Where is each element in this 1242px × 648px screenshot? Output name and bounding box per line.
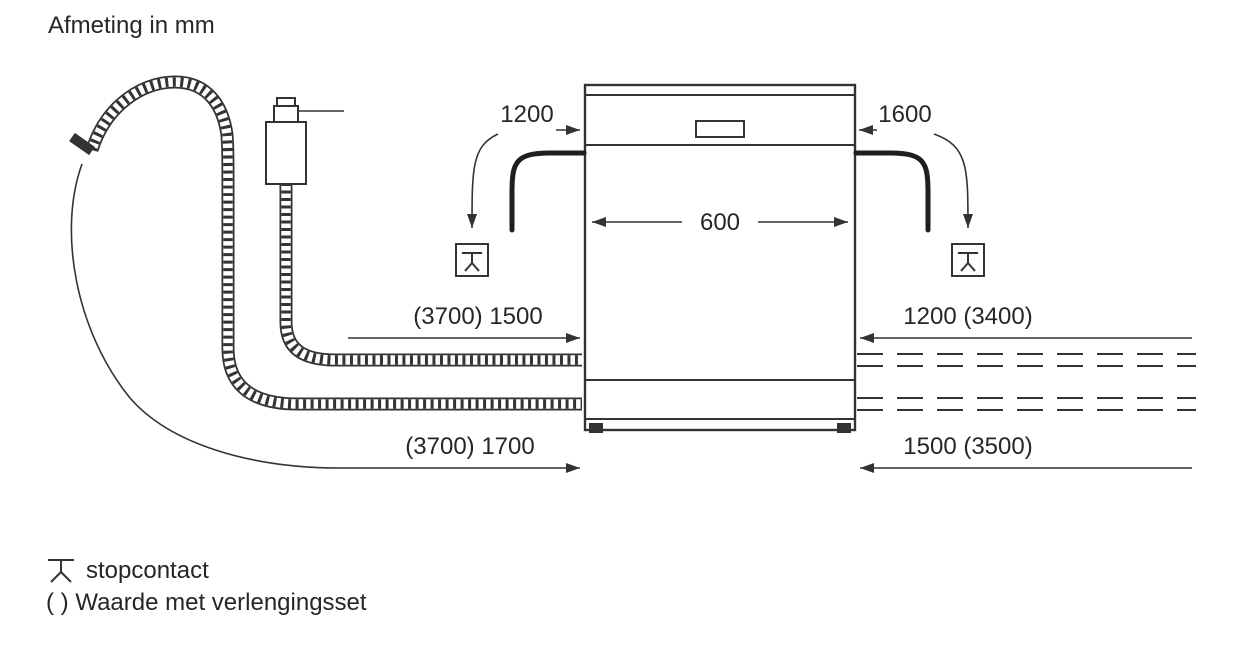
page-title: Afmeting in mm bbox=[48, 12, 215, 39]
drain-hose bbox=[69, 75, 582, 411]
dim-drain-label: (3700) 1700 bbox=[405, 433, 534, 460]
drain-hose-nozzle-icon bbox=[69, 132, 95, 156]
dimension-right-top: 1200 (3400) bbox=[860, 303, 1192, 343]
dimension-drain-hose: (3700) 1700 bbox=[70, 163, 580, 473]
dishwasher bbox=[583, 83, 857, 433]
dim-right-top-label: 1200 (3400) bbox=[903, 303, 1032, 330]
power-cord-right bbox=[853, 150, 931, 233]
dim-1200-label: 1200 bbox=[500, 101, 553, 128]
legend-socket-label: stopcontact bbox=[86, 557, 209, 584]
dimension-cord-left: 1200 bbox=[467, 101, 580, 229]
power-cord-left bbox=[509, 150, 587, 233]
dim-1600-label: 1600 bbox=[878, 101, 931, 128]
power-socket-right bbox=[951, 243, 985, 277]
legend-extension-note: ( ) Waarde met verlengingsset bbox=[46, 589, 367, 616]
aquastop-valve-icon bbox=[265, 121, 307, 185]
dim-supply-label: (3700) 1500 bbox=[413, 303, 542, 330]
dimension-cord-right: 1600 bbox=[859, 101, 973, 229]
hose-extension-dashed-bottom bbox=[857, 397, 1196, 411]
dim-right-bottom-label: 1500 (3500) bbox=[903, 433, 1032, 460]
hose-extension-dashed-top bbox=[857, 353, 1196, 367]
dishwasher-foot-right bbox=[837, 423, 851, 433]
dimension-width: 600 bbox=[592, 209, 848, 236]
dimension-supply-hose: (3700) 1500 bbox=[348, 303, 580, 343]
dishwasher-body bbox=[583, 83, 857, 432]
dimension-right-bottom: 1500 (3500) bbox=[860, 433, 1192, 473]
aquastop-connector-icon bbox=[273, 105, 299, 123]
aquastop-nut-icon bbox=[276, 97, 296, 107]
legend-socket-icon bbox=[48, 559, 74, 583]
dim-600-label: 600 bbox=[700, 209, 740, 236]
dishwasher-foot-left bbox=[589, 423, 603, 433]
supply-hose bbox=[265, 97, 582, 367]
dishwasher-display bbox=[695, 120, 745, 138]
power-socket-left bbox=[455, 243, 489, 277]
legend: stopcontact ( ) Waarde met verlengingsse… bbox=[46, 557, 367, 616]
